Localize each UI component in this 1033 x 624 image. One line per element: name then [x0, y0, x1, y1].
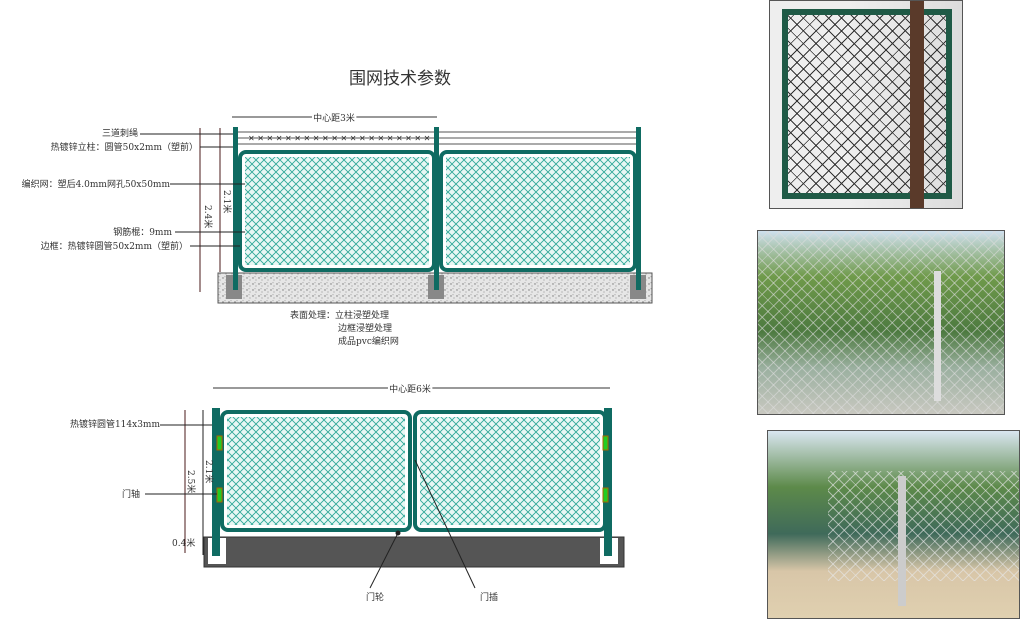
photo-walkway-fence	[767, 430, 1020, 619]
photo-riverside-fence	[757, 230, 1005, 415]
post	[636, 127, 641, 290]
label-gate-pipe: 热镀锌圆管114x3mm	[70, 418, 161, 430]
surface-treatment-3: 成品pvc编织网	[338, 335, 399, 347]
label-post: 热镀锌立柱：圆管50x2mm（塑前）	[51, 141, 198, 153]
label-mesh: 编织网：塑后4.0mm网孔50x50mm	[22, 178, 171, 190]
gate-foundation	[203, 536, 625, 568]
gate-wheel	[395, 530, 401, 536]
mesh-panel	[420, 417, 600, 525]
label-rebar: 钢筋棍：9mm	[113, 226, 172, 238]
fence-spacing-label: 中心距3米	[313, 112, 355, 124]
post	[434, 127, 439, 290]
gate-height-panel: 2.1米	[203, 460, 215, 483]
label-latch: 门插	[480, 591, 498, 603]
panel-frame	[439, 150, 637, 272]
label-frame: 边框：热镀锌圆管50x2mm（塑前）	[41, 240, 188, 252]
gate-height-total: 2.5米	[185, 470, 197, 493]
svg-text:✕ ✕ ✕ ✕ ✕ ✕ ✕ ✕ ✕ ✕ ✕ ✕ ✕ ✕ ✕: ✕ ✕ ✕ ✕ ✕ ✕ ✕ ✕ ✕ ✕ ✕ ✕ ✕ ✕ ✕ ✕ ✕ ✕ ✕ ✕	[248, 134, 430, 143]
gate-base-height: 0.4米	[172, 537, 195, 549]
fence-height-total: 2.4米	[202, 205, 214, 228]
page-title: 围网技术参数	[349, 69, 451, 89]
barbed-wire: ✕ ✕ ✕ ✕ ✕ ✕ ✕ ✕ ✕ ✕ ✕ ✕ ✕ ✕ ✕ ✕ ✕ ✕ ✕ ✕	[248, 134, 430, 143]
mesh-panel	[446, 157, 630, 265]
label-wheel: 门轮	[366, 591, 384, 603]
hinge	[216, 435, 223, 451]
fence-height-panel: 2.1米	[221, 190, 233, 213]
surface-treatment-2: 边框浸塑处理	[338, 322, 392, 334]
gate-spacing-label: 中心距6米	[389, 383, 431, 395]
gate-post	[212, 408, 220, 556]
hinge	[602, 435, 609, 451]
gate-post	[604, 408, 612, 556]
gate-leaf-left	[220, 410, 412, 532]
mesh-panel	[245, 157, 429, 265]
label-barbed-wire: 三道刺绳	[102, 127, 138, 139]
photo-framed-mesh-panel	[769, 0, 963, 209]
hinge	[216, 487, 223, 503]
mesh-panel	[227, 417, 405, 525]
gate-elevation: 中心距6米 2.5米 2.1米 0.4米 热镀锌圆管114x3mm 门轴 门轮 …	[70, 381, 625, 603]
surface-treatment-1: 表面处理：立柱浸塑处理	[290, 309, 389, 321]
post	[233, 127, 238, 290]
label-hinge: 门轴	[122, 488, 140, 500]
hinge	[602, 487, 609, 503]
fence-elevation: 中心距3米 ✕ ✕ ✕ ✕ ✕ ✕ ✕ ✕ ✕ ✕ ✕ ✕ ✕ ✕ ✕ ✕ ✕ …	[22, 110, 653, 347]
